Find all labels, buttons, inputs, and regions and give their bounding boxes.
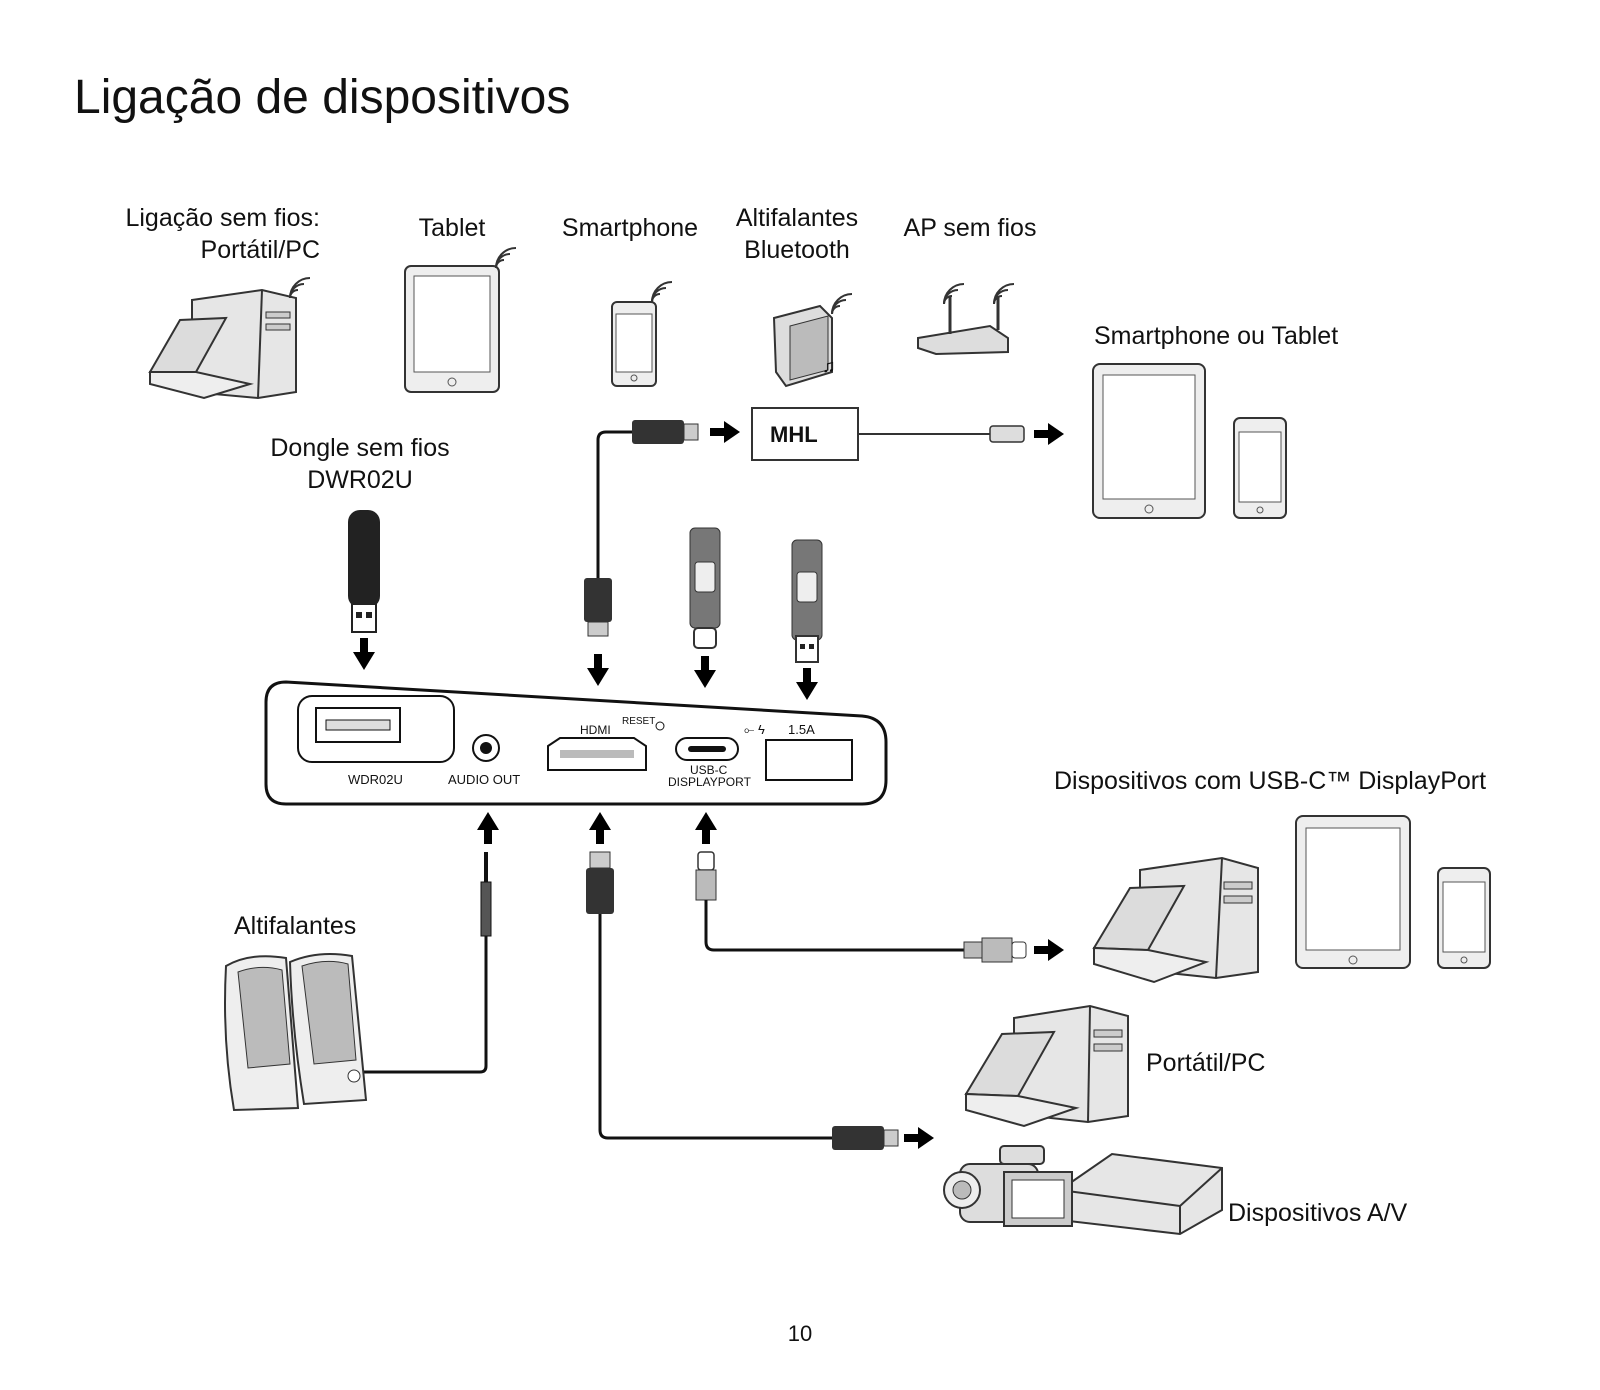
- label-tablet: Tablet: [418, 214, 486, 242]
- arrow-hdmi-up: [589, 812, 611, 844]
- laptop-pc-icon: [964, 1004, 1129, 1128]
- label-bt-speakers-line2: Bluetooth: [744, 236, 850, 264]
- svg-text:♫: ♫: [822, 356, 836, 376]
- label-bt-speakers-line1: Altifalantes: [735, 204, 859, 232]
- label-dongle-line1: Dongle sem fios: [270, 434, 450, 462]
- wireless-dongle-icon: [348, 510, 380, 633]
- arrow-audio-up: [477, 812, 499, 844]
- speakers-icon: [224, 953, 368, 1112]
- bluetooth-speaker-icon: ♫: [772, 293, 853, 388]
- arrow-to-smartphone-tablet: [1034, 423, 1064, 445]
- usbc-tablet-icon: [1295, 815, 1411, 969]
- usb-stick-icon: [791, 539, 823, 663]
- label-av-devices: Dispositivos A/V: [1228, 1199, 1408, 1227]
- wireless-ap-icon: [917, 283, 1015, 356]
- label-speakers: Altifalantes: [234, 912, 357, 940]
- label-laptop-pc: Portátil/PC: [1146, 1049, 1266, 1077]
- page-title: Ligação de dispositivos: [74, 71, 571, 124]
- usbc-bottom-cable: [695, 851, 1027, 963]
- label-usbc-devices: Dispositivos com USB-C™ DisplayPort: [1054, 767, 1487, 795]
- main-device: WDR02U AUDIO OUT HDMI RESET USB-C DISPLA…: [264, 680, 888, 806]
- mhl-logo: MHL: [770, 422, 818, 447]
- svg-text:⟜ ϟ: ⟜ ϟ: [744, 722, 765, 737]
- arrow-hdmi-down: [587, 654, 609, 686]
- smartphone-or-tablet-icon: [1092, 363, 1287, 519]
- audio-cable: [364, 852, 492, 1074]
- port-audio-out: AUDIO OUT: [448, 772, 520, 787]
- arrow-usb-down: [796, 668, 818, 700]
- port-hdmi: HDMI: [580, 723, 611, 737]
- av-devices-icon: [943, 1145, 1223, 1236]
- arrow-usbc-up: [695, 812, 717, 844]
- tablet-icon: [404, 247, 517, 393]
- label-smartphone-or-tablet: Smartphone ou Tablet: [1094, 322, 1339, 350]
- usbc-stick-icon: [689, 527, 721, 649]
- hdmi-bottom-cable: [586, 851, 899, 1150]
- arrow-to-mhl: [710, 421, 740, 443]
- label-dongle-line2: DWR02U: [307, 466, 413, 494]
- usbc-laptop-pc-icon: [1092, 856, 1259, 984]
- arrow-to-usbc-devices: [1034, 939, 1064, 961]
- smartphone-icon: [611, 281, 673, 387]
- page-number: 10: [787, 1321, 813, 1346]
- arrow-usbc-down: [694, 656, 716, 688]
- port-reset: RESET: [622, 716, 655, 727]
- port-wdr02u: WDR02U: [348, 772, 403, 787]
- mhl-adapter: MHL: [751, 407, 1025, 461]
- label-wireless-line1: Ligação sem fios:: [125, 204, 320, 232]
- port-usb-power: 1.5A: [788, 722, 815, 737]
- label-wireless-ap: AP sem fios: [903, 214, 1037, 242]
- port-usbc-line2: DISPLAYPORT: [668, 775, 752, 789]
- usbc-smartphone-icon: [1437, 867, 1491, 969]
- port-usbc-line1: USB-C: [690, 763, 728, 777]
- hdmi-to-mhl-cable: [584, 420, 699, 637]
- arrow-to-av: [904, 1127, 934, 1149]
- arrow-dongle-down: [353, 638, 375, 670]
- wireless-laptop-pc-icon: [148, 277, 311, 400]
- label-smartphone: Smartphone: [561, 214, 699, 242]
- label-wireless-line2: Portátil/PC: [200, 236, 320, 264]
